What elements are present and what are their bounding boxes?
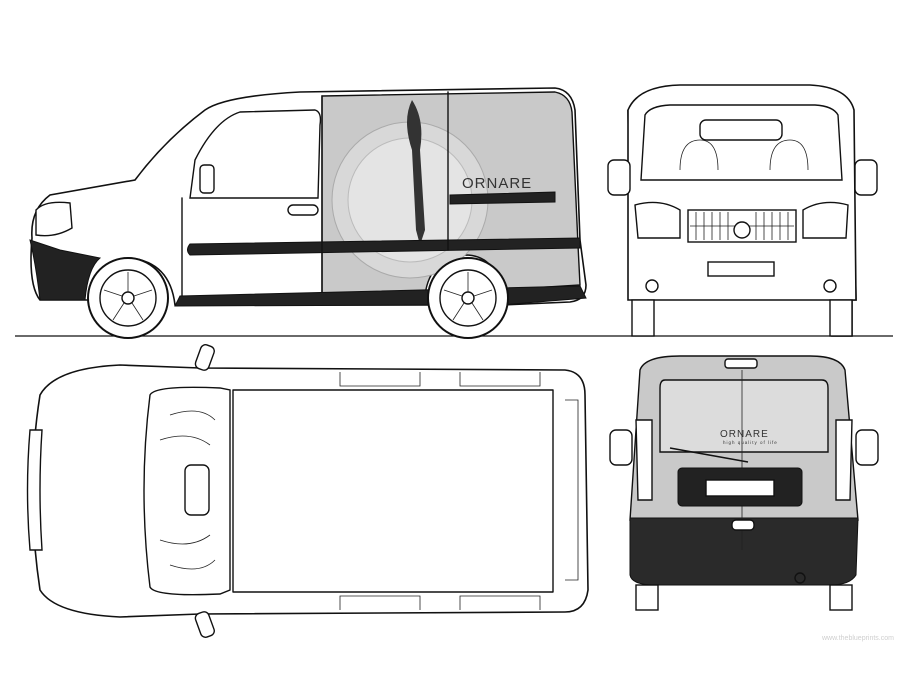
front-plate [707,261,775,277]
mirror-left [607,159,631,196]
door-handle [287,204,319,216]
headlight [35,201,73,237]
windshield [640,104,843,181]
rear-view: ORNARE high quality of life [609,355,879,611]
side-mirror [199,164,215,194]
rear-tagline: high quality of life [723,440,778,445]
rear-window [659,379,829,453]
top-view [26,344,589,638]
side-brand-logo: ORNARE [462,175,532,192]
rear-brand-logo: ORNARE [720,429,769,440]
front-wheel [87,257,169,339]
front-bumper-top [26,429,43,551]
side-view: ORNARE [29,87,587,339]
rear-wheel [427,257,509,339]
rear-plate [705,479,775,497]
front-view [607,84,878,337]
watermark: www.theblueprints.com [821,635,894,642]
mirror-right [854,159,878,196]
